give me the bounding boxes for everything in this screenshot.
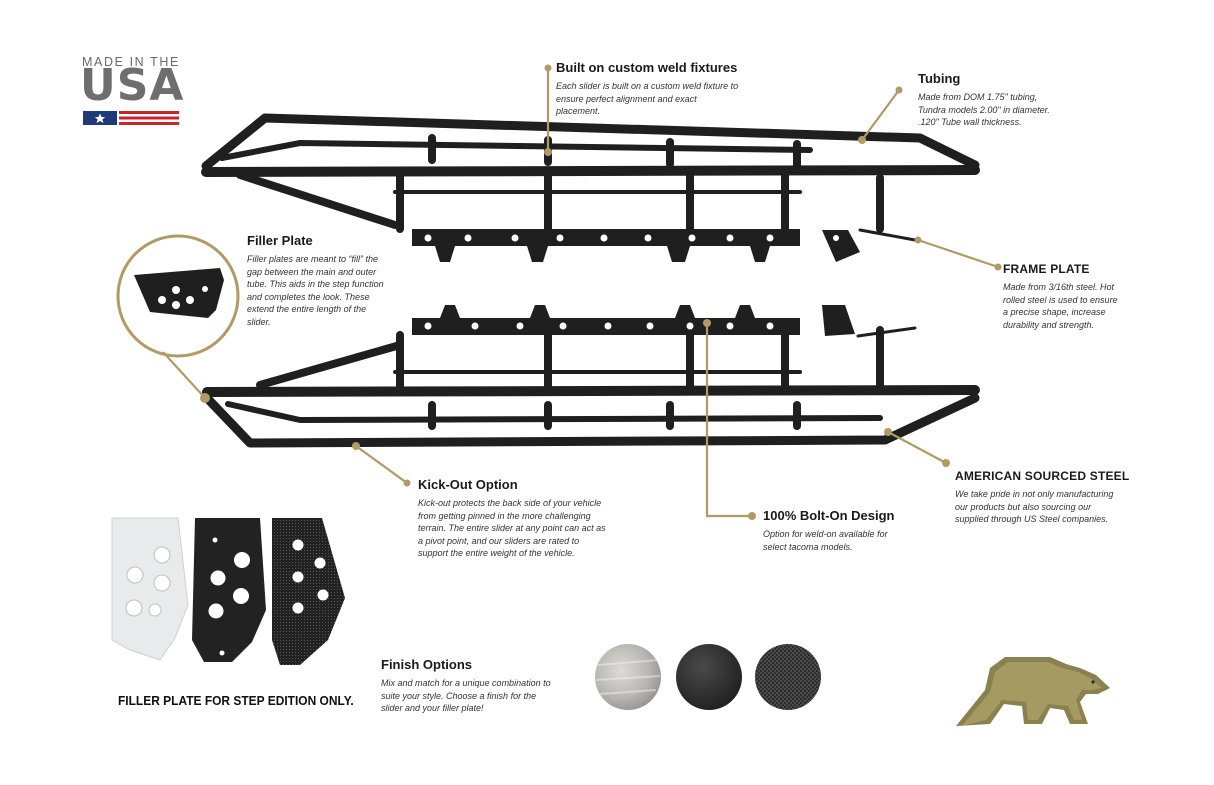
callout-title: Filler Plate: [247, 233, 313, 248]
plate-holes-top: [424, 234, 839, 242]
callout-finish-options: Finish Options Mix and match for a uniqu…: [381, 657, 553, 715]
callout-title: Kick-Out Option: [418, 477, 518, 492]
callout-text: Each slider is built on a custom weld fi…: [556, 81, 739, 117]
callout-title: AMERICAN SOURCED STEEL: [955, 469, 1130, 483]
filler-plate-samples: [111, 517, 345, 665]
rock-slider-top: [201, 113, 980, 262]
filler-plate-note: FILLER PLATE FOR STEP EDITION ONLY.: [118, 693, 354, 708]
callout-text: Kick-out protects the back side of your …: [418, 498, 606, 559]
bear-logo-icon: [956, 657, 1110, 726]
usa-flag-icon: [83, 111, 179, 125]
callout-tubing: Tubing Made from DOM 1.75" tubing, Tundr…: [918, 71, 1063, 129]
callout-title: 100% Bolt-On Design: [763, 508, 895, 523]
callout-frame-plate: FRAME PLATE Made from 3/16th steel. Hot …: [1003, 262, 1121, 331]
callout-leaders: [162, 68, 999, 518]
finish-swatch-satin: [676, 644, 742, 710]
callout-text: Option for weld-on available for select …: [763, 529, 888, 552]
rock-slider-bottom: [202, 305, 980, 448]
callout-filler-plate: Filler Plate Filler plates are meant to …: [247, 233, 392, 329]
callout-text: Made from 3/16th steel. Hot rolled steel…: [1003, 282, 1118, 330]
callout-title: Tubing: [918, 71, 961, 86]
filler-plate-zoom: [116, 234, 240, 358]
callout-american-steel: AMERICAN SOURCED STEEL We take pride in …: [955, 469, 1130, 526]
callout-text: Filler plates are meant to “fill” the ga…: [247, 254, 384, 327]
made-in-label: MADE IN THE: [82, 55, 180, 69]
callout-text: We take pride in not only manufacturing …: [955, 489, 1114, 525]
callout-title: FRAME PLATE: [1003, 262, 1090, 276]
callout-title: Built on custom weld fixtures: [556, 60, 738, 75]
finish-swatch-textured: [755, 644, 821, 710]
callout-text: Mix and match for a unique combination t…: [381, 678, 551, 714]
callout-kick-out: Kick-Out Option Kick-out protects the ba…: [418, 477, 608, 560]
callout-weld-fixtures: Built on custom weld fixtures Each slide…: [556, 60, 741, 118]
callout-bolt-on: 100% Bolt-On Design Option for weld-on a…: [763, 508, 895, 553]
callout-text: Made from DOM 1.75" tubing, Tundra model…: [918, 92, 1050, 128]
callout-title: Finish Options: [381, 657, 472, 672]
plate-holes-bottom: [424, 322, 774, 330]
usa-label: USA: [80, 60, 185, 111]
callout-dots: [200, 64, 1002, 520]
finish-swatches: [595, 644, 821, 710]
